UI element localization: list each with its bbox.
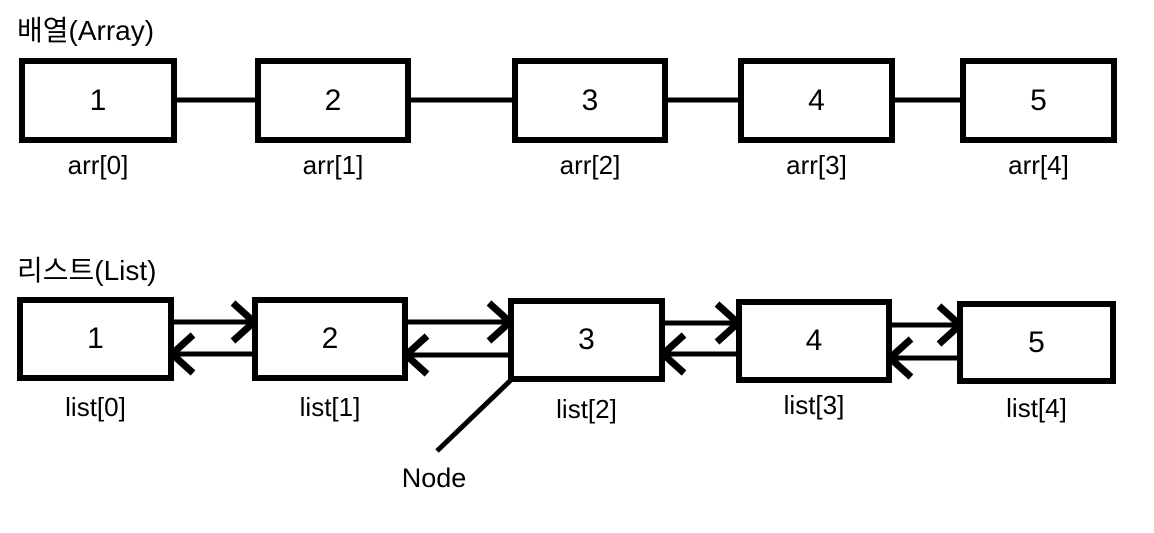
array-index-label-0: arr[0]: [67, 150, 129, 180]
array-box-2: 3: [512, 58, 668, 143]
next-arrow-4: [892, 303, 966, 347]
list-index-label-3: list[3]: [783, 390, 845, 420]
array-box-4: 5: [960, 58, 1117, 143]
list-box-value: 3: [578, 323, 595, 356]
next-arrow-1: [174, 300, 260, 344]
node-pointer-line: [435, 377, 514, 453]
list-box-1: 2: [252, 297, 408, 381]
list-box-2: 3: [508, 298, 665, 382]
list-box-value: 5: [1028, 325, 1045, 359]
array-box-value: 1: [89, 83, 107, 117]
list-box-value: 1: [87, 322, 104, 355]
list-index-label-1: list[1]: [299, 392, 361, 422]
array-box-1: 2: [255, 58, 411, 143]
array-box-value: 4: [808, 83, 825, 117]
array-section-title: 배열(Array): [17, 15, 155, 46]
list-box-3: 4: [736, 299, 892, 383]
array-box-3: 4: [738, 58, 895, 143]
node-annotation: Node: [401, 463, 467, 493]
array-index-label-2: arr[2]: [559, 150, 621, 180]
array-index-label-3: arr[3]: [786, 150, 847, 180]
list-section-title: 리스트(List): [17, 255, 157, 286]
array-index-label-1: arr[1]: [302, 150, 364, 180]
list-index-label-4: list[4]: [1006, 393, 1067, 423]
list-index-label-2: list[2]: [556, 394, 617, 424]
prev-arrow-3: [657, 332, 736, 376]
array-box-0: 1: [19, 58, 177, 143]
next-arrow-3: [665, 301, 744, 345]
list-index-label-0: list[0]: [65, 392, 126, 422]
list-box-value: 4: [805, 324, 823, 357]
list-box-value: 2: [321, 322, 339, 355]
list-box-4: 5: [957, 301, 1116, 384]
list-box-0: 1: [17, 297, 174, 381]
array-index-label-4: arr[4]: [1008, 150, 1069, 180]
array-box-value: 2: [324, 83, 342, 117]
prev-arrow-1: [166, 332, 252, 376]
prev-arrow-4: [884, 336, 958, 380]
array-box-value: 5: [1030, 83, 1047, 117]
array-box-value: 3: [581, 83, 599, 117]
